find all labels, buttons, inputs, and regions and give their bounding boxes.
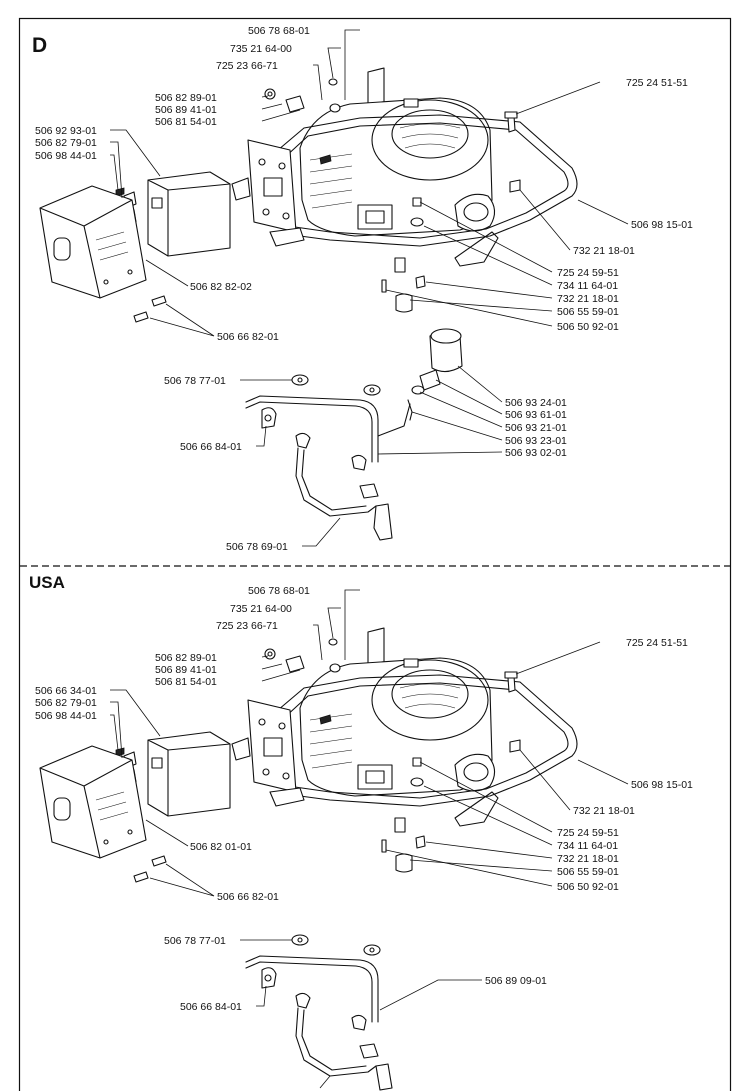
- callout-label: 725 24 59-51: [557, 267, 619, 279]
- callout-label: 725 24 51-51: [626, 77, 688, 89]
- callout-label: 506 66 82-01: [217, 891, 279, 903]
- control-parts-drawing: [245, 328, 463, 541]
- filter-cover-drawing: [39, 185, 147, 299]
- callout-label: 506 78 77-01: [164, 375, 226, 387]
- engine-assembly-drawing: [299, 627, 499, 833]
- callout-label: 506 66 84-01: [180, 441, 242, 453]
- hardware-drawing: [264, 78, 521, 313]
- callout-label: 734 11 64-01: [557, 840, 618, 852]
- callout-label: 506 89 09-01: [485, 975, 547, 987]
- callout-label: 725 24 59-51: [557, 827, 619, 839]
- callout-label: 506 98 44-01: [35, 150, 97, 162]
- section-d: D: [32, 25, 693, 553]
- callout-label: 735 21 64-00: [230, 603, 292, 615]
- callout-label: 506 82 79-01: [35, 697, 97, 709]
- callout-label: 506 78 69-01: [226, 541, 288, 553]
- section-usa: USA: [29, 573, 693, 1091]
- callout-label: 506 82 01-01: [190, 841, 252, 853]
- callout-label: 732 21 18-01: [573, 245, 635, 257]
- callout-label: 506 82 82-02: [190, 281, 252, 293]
- callout-label: 506 92 93-01: [35, 125, 97, 137]
- callout-label: 506 55 59-01: [557, 866, 619, 878]
- callout-label: 506 50 92-01: [557, 321, 619, 333]
- callout-label: 506 98 15-01: [631, 779, 693, 791]
- callout-label: 735 21 64-00: [230, 43, 292, 55]
- callout-label: 506 89 41-01: [155, 104, 217, 116]
- callout-label: 506 81 54-01: [155, 676, 217, 688]
- callout-label: 506 82 89-01: [155, 92, 217, 104]
- callout-label: 506 66 84-01: [180, 1001, 242, 1013]
- callout-label: 506 82 79-01: [35, 137, 97, 149]
- callout-label: 732 21 18-01: [573, 805, 635, 817]
- callout-label: 506 78 68-01: [248, 25, 310, 37]
- callout-label: 506 93 02-01: [505, 447, 567, 459]
- callout-label: 506 93 21-01: [505, 422, 567, 434]
- callout-label: 506 78 68-01: [248, 585, 310, 597]
- frame-tube-drawing: [269, 674, 578, 807]
- callout-label: 506 66 34-01: [35, 685, 97, 697]
- engine-assembly-drawing: [299, 67, 499, 273]
- callout-label: 506 66 82-01: [217, 331, 279, 343]
- frame-tube-drawing: [269, 114, 578, 247]
- callout-label: 506 82 89-01: [155, 652, 217, 664]
- callout-label: 734 11 64-01: [557, 280, 618, 292]
- callout-label: 506 93 24-01: [505, 397, 567, 409]
- callout-label: 506 78 77-01: [164, 935, 226, 947]
- diagram-border: [18, 17, 732, 1091]
- callout-label: 506 81 54-01: [155, 116, 217, 128]
- callout-label: 506 50 92-01: [557, 881, 619, 893]
- callout-label: 732 21 18-01: [557, 853, 619, 865]
- section-label-d: D: [32, 34, 47, 57]
- callout-label: 506 93 23-01: [505, 435, 567, 447]
- callout-label: 725 24 51-51: [626, 637, 688, 649]
- leader-lines-usa: [110, 589, 629, 1089]
- callout-label: 506 93 61-01: [505, 409, 567, 421]
- callout-label: 725 23 66-71: [216, 60, 278, 72]
- leader-lines-d: [110, 29, 629, 547]
- callout-label: 506 89 41-01: [155, 664, 217, 676]
- callout-label: 506 98 15-01: [631, 219, 693, 231]
- section-label-usa: USA: [29, 573, 65, 592]
- callout-label: 732 21 18-01: [557, 293, 619, 305]
- control-parts-drawing: [245, 934, 393, 1091]
- callout-label: 506 55 59-01: [557, 306, 619, 318]
- callout-label: 506 98 44-01: [35, 710, 97, 722]
- filter-cover-drawing: [39, 745, 147, 859]
- callout-label: 725 23 66-71: [216, 620, 278, 632]
- hardware-drawing: [264, 638, 521, 873]
